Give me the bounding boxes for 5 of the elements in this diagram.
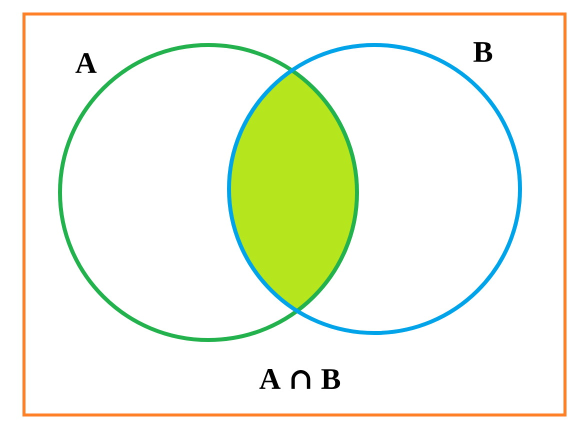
set-label: A <box>75 53 97 73</box>
set-label: B <box>474 42 492 62</box>
intersection-region <box>229 70 357 310</box>
intersection-label: A ∩ B <box>259 369 340 389</box>
universal-set-box <box>22 12 566 416</box>
